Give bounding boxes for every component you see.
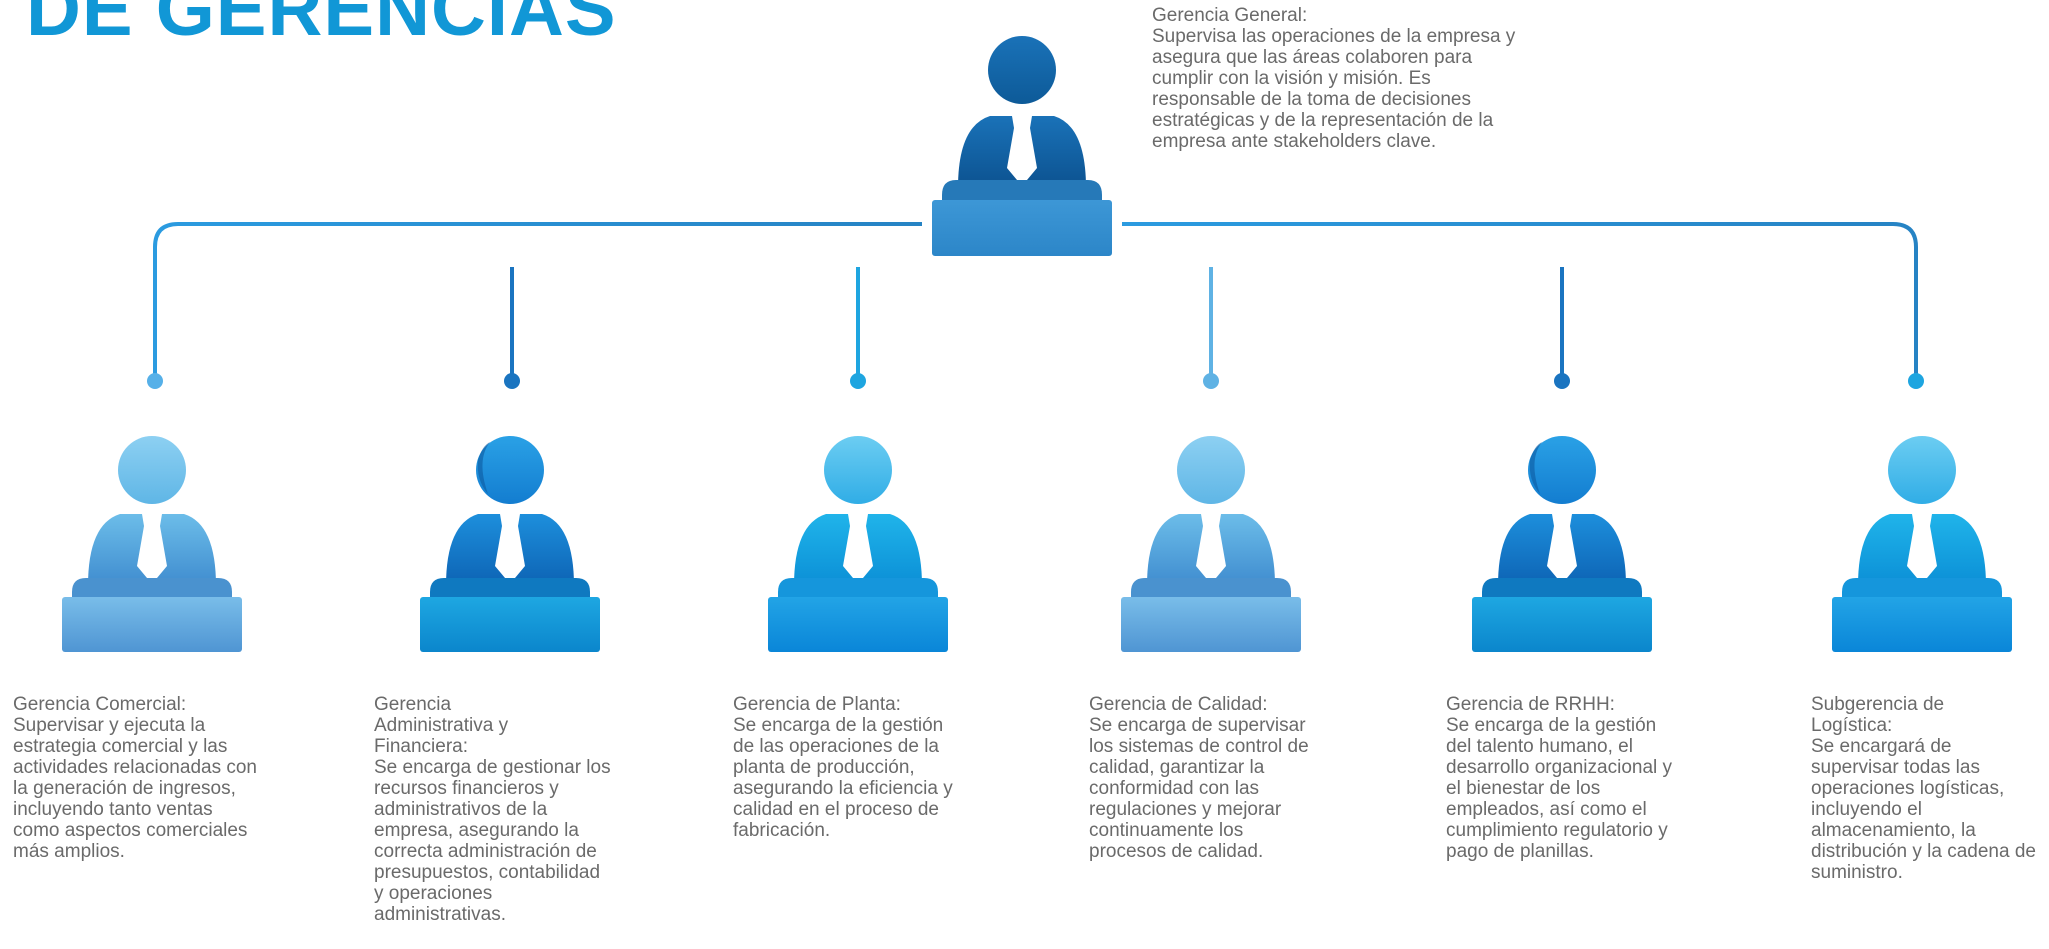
subgerencia-logistica-description: Subgerencia de Logística: Se encargará d… (1811, 694, 2041, 883)
connector-node-6 (1908, 373, 1924, 389)
subgerencia-logistica-figure-icon (1832, 436, 2012, 652)
subgerencia-logistica-name: Subgerencia de Logística: (1811, 694, 1945, 736)
gerencia-general-figure-icon (932, 36, 1112, 256)
gerencia-planta-name: Gerencia de Planta: (733, 694, 901, 715)
gerencia-general-text: Supervisa las operaciones de la empresa … (1152, 26, 1516, 152)
gerencia-administrativa-text: Se encarga de gestionar los recursos fin… (374, 757, 611, 925)
gerencia-calidad-figure-icon (1121, 436, 1301, 652)
gerencia-general-name: Gerencia General: (1152, 5, 1308, 26)
connector-right-bracket (1122, 222, 1918, 380)
gerencia-administrativa-name: Gerencia Administrativa y Financiera: (374, 694, 509, 757)
gerencia-calidad-text: Se encarga de supervisar los sistemas de… (1089, 715, 1309, 862)
connector-node-1 (147, 373, 163, 389)
gerencia-rrhh-figure-icon (1472, 436, 1652, 652)
subgerencia-logistica-text: Se encargará de supervisar todas las ope… (1811, 736, 2036, 883)
gerencia-comercial-name: Gerencia Comercial: (13, 694, 187, 715)
gerencia-planta-figure-icon (768, 436, 948, 652)
gerencia-administrativa-description: Gerencia Administrativa y Financiera: Se… (374, 694, 614, 925)
gerencia-planta-description: Gerencia de Planta: Se encarga de la ges… (733, 694, 973, 841)
connector-node-4 (1203, 373, 1219, 389)
gerencia-general-description: Gerencia General: Supervisa las operacio… (1152, 5, 1524, 152)
connector-left-bracket (153, 222, 922, 380)
gerencia-rrhh-text: Se encarga de la gestión del talento hum… (1446, 715, 1673, 862)
gerencia-administrativa-figure-icon (420, 436, 600, 652)
gerencia-comercial-description: Gerencia Comercial: Supervisar y ejecuta… (13, 694, 263, 862)
connector-node-5 (1554, 373, 1570, 389)
gerencia-rrhh-description: Gerencia de RRHH: Se encarga de la gesti… (1446, 694, 1686, 862)
gerencia-rrhh-name: Gerencia de RRHH: (1446, 694, 1615, 715)
connector-node-2 (504, 373, 520, 389)
page-title: DE GERENCIAS (26, 0, 617, 52)
gerencia-planta-text: Se encarga de la gestión de las operacio… (733, 715, 953, 841)
gerencia-comercial-figure-icon (62, 436, 242, 652)
gerencia-calidad-description: Gerencia de Calidad: Se encarga de super… (1089, 694, 1319, 862)
connector-node-3 (850, 373, 866, 389)
gerencia-calidad-name: Gerencia de Calidad: (1089, 694, 1268, 715)
gerencia-comercial-text: Supervisar y ejecuta la estrategia comer… (13, 715, 257, 862)
